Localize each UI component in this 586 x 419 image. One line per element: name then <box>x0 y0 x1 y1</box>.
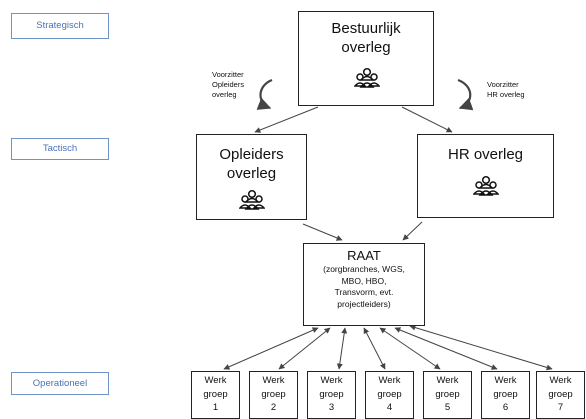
curved-arrow-hr <box>457 78 474 111</box>
bestuurlijk-title-line1: Bestuurlijk <box>331 20 401 37</box>
werkgroep-number: 7 <box>557 402 564 413</box>
werkgroep-label: groep <box>493 388 518 400</box>
curved-arrow-opleiders <box>256 78 273 110</box>
note-line: overleg <box>212 90 237 99</box>
arrow-hr-raat <box>402 221 423 241</box>
level-tactisch: Tactisch <box>11 138 109 160</box>
werkgroep-number: 6 <box>502 402 509 413</box>
arrow-bestuurlijk-opleiders <box>254 106 319 133</box>
hr-overleg-box: HR overleg <box>417 134 554 218</box>
bestuurlijk-title-line2: overleg <box>341 39 391 56</box>
raat-line: MBO, HBO, <box>341 275 387 286</box>
werkgroep-number: 1 <box>212 402 219 413</box>
werkgroep-label: Werk <box>549 375 572 386</box>
werkgroep-number: 2 <box>270 402 277 413</box>
opleiders-overleg-box: Opleiders overleg <box>196 134 307 220</box>
raat-title: RAAT <box>347 248 381 263</box>
people-icon <box>354 67 380 88</box>
werkgroep-number: 4 <box>386 402 393 413</box>
opleiders-title-line2: overleg <box>226 165 277 182</box>
people-icon <box>473 175 499 196</box>
raat-line: (zorgbranches, WGS, <box>323 264 405 274</box>
note-line: HR overleg <box>487 90 525 99</box>
raat-line: Transvorm, evt. <box>334 287 394 297</box>
arrow-raat-wg3 <box>336 327 348 370</box>
raat-box: RAAT (zorgbranches, WGS, MBO, HBO, Trans… <box>303 243 425 326</box>
werkgroep-box-7: Werk groep 7 <box>536 371 585 419</box>
werkgroep-label: groep <box>319 388 344 400</box>
note-voorzitter-opleiders: Voorzitter Opleiders overleg <box>212 70 244 100</box>
bestuurlijk-overleg-box: Bestuurlijk overleg <box>298 11 434 106</box>
werkgroep-label: groep <box>203 388 228 400</box>
arrow-opleiders-raat <box>302 223 343 241</box>
werkgroep-label: Werk <box>204 375 227 386</box>
werkgroep-number: 5 <box>444 402 451 413</box>
arrow-bestuurlijk-hr <box>401 106 453 133</box>
werkgroep-label: Werk <box>262 375 285 386</box>
werkgroep-label: groep <box>548 388 573 400</box>
werkgroep-box-5: Werk groep 5 <box>423 371 472 419</box>
werkgroep-label: Werk <box>378 375 401 386</box>
arrow-raat-wg2 <box>278 327 331 370</box>
note-line: Voorzitter <box>487 80 519 89</box>
note-line: Voorzitter <box>212 70 244 79</box>
raat-line: projectleiders) <box>337 298 391 309</box>
werkgroep-label: Werk <box>320 375 343 386</box>
werkgroep-label: groep <box>435 388 460 400</box>
werkgroep-box-1: Werk groep 1 <box>191 371 240 419</box>
werkgroep-box-3: Werk groep 3 <box>307 371 356 419</box>
werkgroep-label: Werk <box>436 375 459 386</box>
werkgroep-box-2: Werk groep 2 <box>249 371 298 419</box>
note-voorzitter-hr: Voorzitter HR overleg <box>487 80 525 100</box>
werkgroep-box-4: Werk groep 4 <box>365 371 414 419</box>
arrow-raat-wg7 <box>409 324 553 371</box>
hr-title: HR overleg <box>447 146 524 163</box>
werkgroep-number: 3 <box>328 402 335 413</box>
note-line: Opleiders <box>212 80 245 89</box>
level-strategisch: Strategisch <box>11 13 109 39</box>
opleiders-title-line1: Opleiders <box>219 146 284 163</box>
werkgroep-label: groep <box>377 388 402 400</box>
level-operationeel: Operationeel <box>11 372 109 395</box>
arrow-raat-wg4 <box>363 327 386 370</box>
werkgroep-label: groep <box>261 388 286 400</box>
werkgroep-box-6: Werk groep 6 <box>481 371 530 419</box>
werkgroep-label: Werk <box>494 375 517 386</box>
people-icon <box>239 189 265 210</box>
